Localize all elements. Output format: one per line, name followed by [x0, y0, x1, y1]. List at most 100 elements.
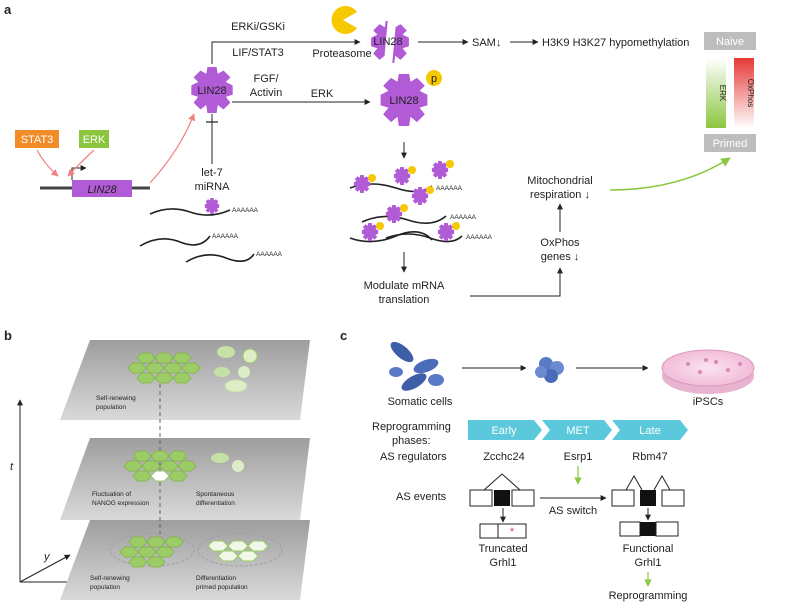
lin28-p-label: LIN28 — [389, 95, 418, 107]
oxphos-1: OxPhos — [540, 237, 580, 249]
bar-oxphos-label: OxPhos — [746, 79, 755, 107]
mrna-right-2 — [361, 215, 447, 224]
phospho-icon — [426, 70, 442, 86]
green-curve-arrow — [609, 157, 731, 191]
mid-diff-cells — [211, 453, 244, 472]
lif-label: LIF/STAT3 — [232, 47, 284, 59]
lin28-p-small-7 — [437, 223, 455, 241]
functional-transcript — [619, 521, 679, 537]
phospho-p: p — [431, 73, 437, 85]
phase-late: Late — [639, 425, 660, 437]
lin28-main-label: LIN28 — [197, 85, 226, 97]
bar-erk-label: ERK — [718, 85, 727, 102]
lin28-small-icon — [204, 198, 220, 214]
primed-label: Primed — [713, 138, 748, 150]
mrna-right-4 — [385, 233, 463, 243]
erk-box — [79, 130, 109, 148]
phase-early-chevron — [468, 420, 542, 440]
polya-r1: AAAAAA — [436, 185, 463, 192]
lin28-p-small-4 — [411, 187, 429, 205]
truncated-transcript — [479, 523, 527, 539]
polya-l3: AAAAAA — [256, 251, 283, 258]
sam-label: SAM↓ — [472, 37, 501, 49]
as-switch-label: AS switch — [549, 505, 597, 517]
p-dot-6 — [376, 222, 384, 230]
bottom-cell-cluster-left — [109, 533, 195, 568]
arrow-to-oxphos — [470, 267, 563, 297]
oxphos-gradient-bar — [734, 58, 754, 128]
erk-box-label: ERK — [83, 134, 106, 146]
stat3-label: STAT3 — [21, 134, 54, 146]
p-dot-3 — [446, 160, 454, 168]
mrna-left-3 — [185, 253, 255, 263]
somatic-cells-icon — [389, 341, 444, 391]
ipscs-label: iPSCs — [693, 396, 724, 408]
mid-label-2: NANOG expression — [92, 500, 149, 507]
plane-bottom — [60, 520, 310, 600]
esrp1-label: Esrp1 — [564, 451, 593, 463]
top-label-1: Self-renewing — [96, 395, 136, 402]
lin28-p-small-3 — [431, 161, 449, 179]
bot-label-2: population — [90, 584, 120, 591]
mid-label-1: Fluctuation of — [92, 491, 131, 498]
panel-a-label: a — [4, 2, 12, 17]
bot-label-4: primed population — [196, 584, 248, 591]
reprogramming-label: Reprogramming — [609, 590, 688, 602]
stop-star: * — [510, 526, 515, 538]
lin28-degraded-icon — [371, 18, 409, 66]
naive-box — [704, 32, 756, 50]
axis-y — [19, 554, 71, 583]
functional-label-2: Grhl1 — [635, 557, 662, 569]
intermediate-cells-icon — [535, 357, 564, 383]
stat3-arrow — [36, 149, 59, 177]
erk-arrow-gene — [67, 149, 95, 177]
phase-met-chevron — [542, 420, 612, 440]
bottom-cell-cluster-right — [197, 533, 283, 567]
lin28-p-small-2 — [393, 167, 411, 185]
erki-label: ERKi/GSKi — [231, 21, 285, 33]
proteasome-icon — [331, 5, 357, 34]
rbm47-label: Rbm47 — [632, 451, 667, 463]
as-events-label: AS events — [396, 491, 447, 503]
phase-early: Early — [491, 425, 517, 437]
phase-met: MET — [566, 425, 590, 437]
polya-l2: AAAAAA — [212, 233, 239, 240]
bot-label-1: Self-renewing — [90, 575, 130, 582]
p-dot-2 — [408, 166, 416, 174]
primed-box — [704, 134, 756, 152]
let7-label-1: let-7 — [201, 167, 222, 179]
functional-label-1: Functional — [623, 543, 674, 555]
polya-r3: AAAAAA — [466, 234, 493, 241]
proteasome-label: Proteasome — [312, 48, 371, 60]
erk-gradient-bar — [706, 58, 726, 128]
as-regulators-label: AS regulators — [380, 451, 447, 463]
top-diff-cells — [214, 346, 258, 393]
p-dot-5 — [400, 204, 408, 212]
gene-to-protein-arrow — [149, 113, 196, 184]
gene-label: LIN28 — [87, 184, 117, 196]
phase-late-chevron — [612, 420, 688, 440]
bot-label-3: Differentiation — [196, 575, 236, 582]
p-dot-4 — [426, 186, 434, 194]
right-exon-diagram — [611, 474, 685, 507]
phases-label-2: phases: — [392, 435, 431, 447]
panel-b-label: b — [4, 328, 12, 343]
top-cell-cluster — [127, 352, 201, 384]
left-exon-diagram — [469, 473, 535, 507]
truncated-label-1: Truncated — [478, 543, 527, 555]
modulate-2: translation — [379, 294, 430, 306]
polya-l1: AAAAAA — [232, 207, 259, 214]
polya-r2: AAAAAA — [450, 214, 477, 221]
stat3-box — [15, 130, 59, 148]
mrna-left-1 — [149, 208, 231, 216]
lin28-p-small-1 — [353, 175, 371, 193]
h3k-label: H3K9 H3K27 hypomethylation — [542, 37, 689, 49]
lin28-p-small-5 — [385, 205, 403, 223]
mid-cell-cluster — [123, 450, 197, 482]
somatic-label: Somatic cells — [388, 396, 453, 408]
fgf-label-2: Activin — [250, 87, 282, 99]
mito-1: Mitochondrial — [527, 175, 592, 187]
mrna-left-2 — [139, 235, 211, 247]
